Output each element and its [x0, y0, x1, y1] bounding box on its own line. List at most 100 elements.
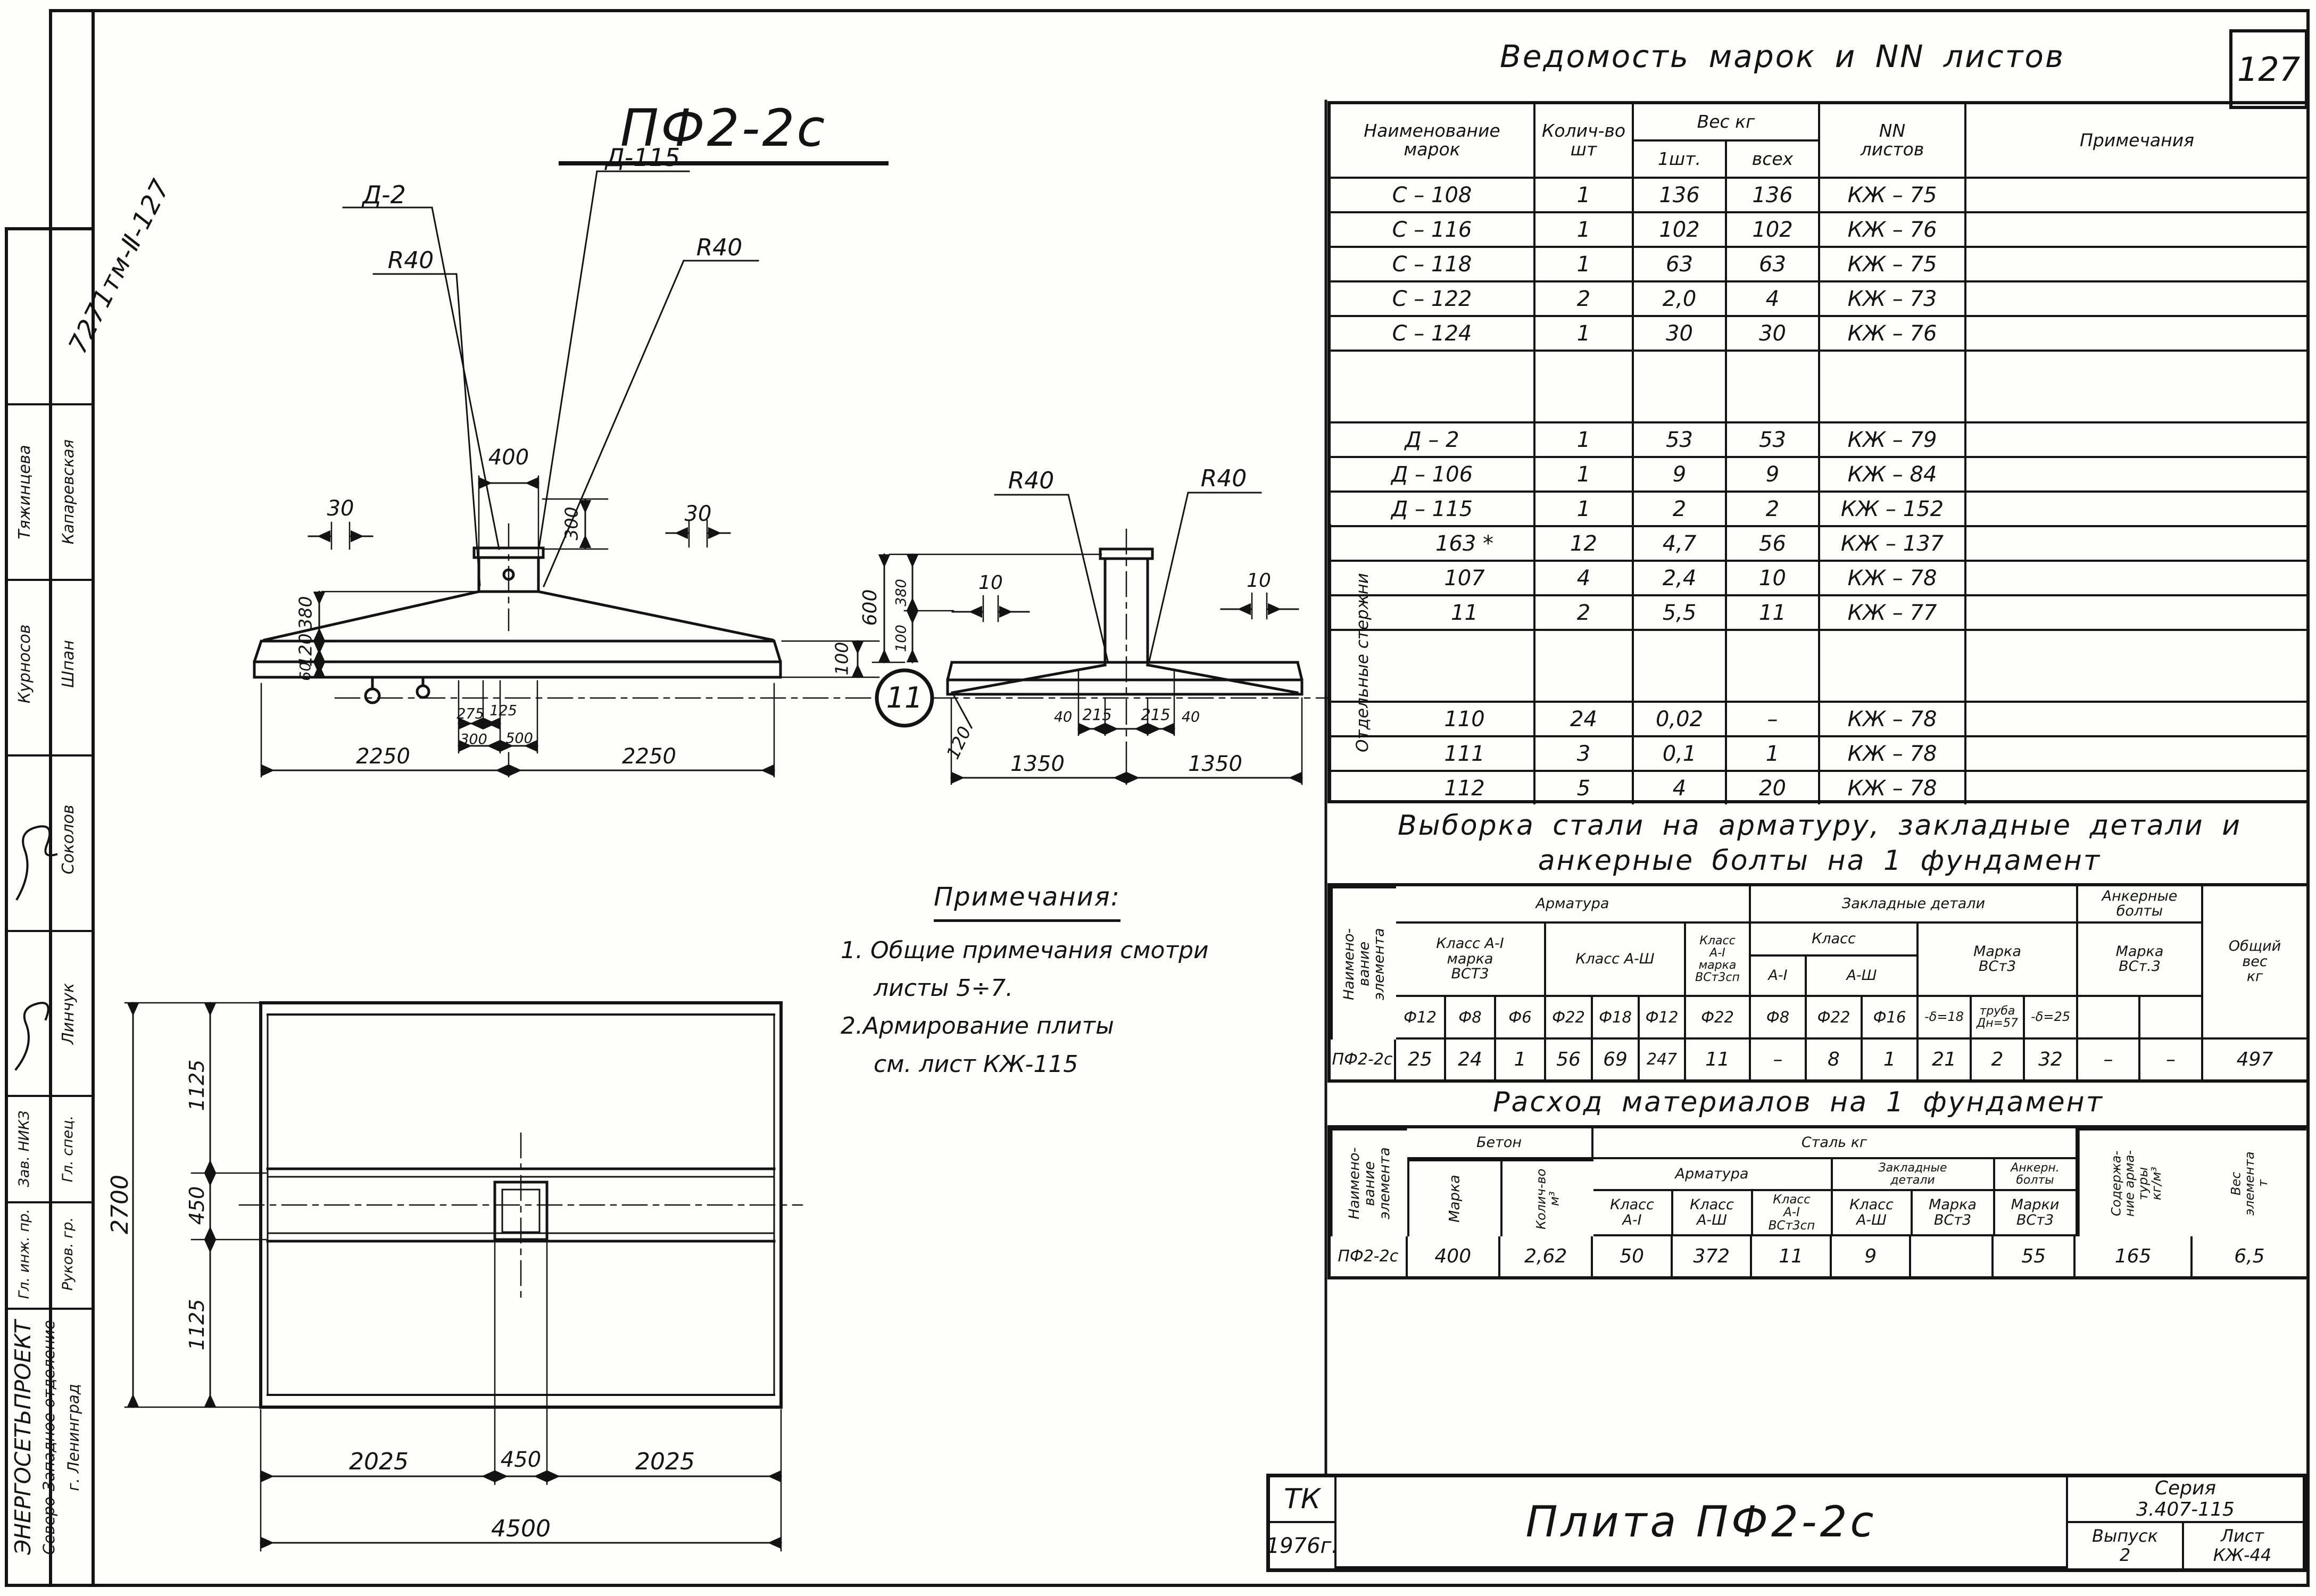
cell: 110	[1331, 703, 1535, 737]
cell: 11	[1331, 596, 1535, 631]
cell: 5	[1535, 772, 1634, 804]
cell: 2	[1727, 493, 1820, 527]
signature-marks	[14, 825, 58, 1071]
dim-label: 125	[489, 702, 517, 719]
dim-label: 2025	[635, 1448, 695, 1475]
cell	[1966, 248, 2307, 282]
dim-label: 215	[1141, 705, 1171, 724]
dim-label: R40	[696, 234, 743, 261]
cell	[1331, 631, 1535, 703]
cell: КЖ – 76	[1820, 317, 1966, 352]
cell: –	[2078, 1040, 2140, 1079]
cell: КЖ – 78	[1820, 562, 1966, 596]
cell: 372	[1673, 1236, 1753, 1276]
cell: 247	[1640, 1040, 1686, 1079]
dim-label: 1125	[185, 1299, 209, 1351]
cell: 102	[1634, 213, 1727, 248]
signature-text: Зав. НИКЗ	[16, 1110, 32, 1187]
diameter-header: Ф16	[1863, 997, 1919, 1040]
group-header: Закладные детали	[1832, 1159, 1995, 1191]
col-header: Класс	[1751, 924, 1919, 957]
cell: КЖ – 78	[1820, 772, 1966, 804]
dim-label: 2250	[356, 744, 410, 769]
row-label: ПФ2-2с	[1331, 1236, 1408, 1276]
col-header: Содержа- ние арма- туры кг/м³	[2077, 1128, 2194, 1236]
col-header: Класс А-I марка ВСТ3	[1396, 924, 1546, 997]
dim-label: 380	[295, 596, 316, 630]
col-header: Вес кг	[1634, 104, 1820, 142]
cell: 50	[1593, 1236, 1673, 1276]
col-header: Класс А-Ш	[1673, 1191, 1753, 1236]
cell: 2	[1634, 493, 1727, 527]
col-header: Класс А-Ш	[1546, 924, 1686, 997]
sheet-label: Лист	[2220, 1526, 2264, 1547]
cell: 32	[2025, 1040, 2078, 1079]
note-line: 2.Армирование плиты	[841, 1012, 1114, 1040]
cell: С – 124	[1331, 317, 1535, 352]
note-line: см. лист КЖ-115	[874, 1050, 1078, 1078]
cell: 53	[1634, 423, 1727, 458]
diameter-header: Ф18	[1593, 997, 1640, 1040]
col-header: NN листов	[1820, 104, 1966, 179]
cell	[1535, 352, 1634, 423]
dim-label: 4500	[491, 1515, 551, 1542]
cell	[1966, 631, 2307, 703]
cell: 2,0	[1634, 282, 1727, 317]
dimension-lines	[127, 477, 1303, 1549]
cell: 107	[1331, 562, 1535, 596]
signature-text: Капаревская	[59, 439, 77, 545]
cell: 11	[1727, 596, 1820, 631]
cell: С – 108	[1331, 179, 1535, 213]
diameter-header: Ф8	[1446, 997, 1496, 1040]
note-line: 1. Общие примечания смотри	[841, 936, 1209, 964]
cell	[1966, 737, 2307, 772]
cell: 1	[1863, 1040, 1919, 1079]
signature-text: Соколов	[59, 804, 78, 875]
table2-title-line1: Выборка стали на арматуру, закладные дет…	[1397, 810, 2242, 842]
diameter-header: Ф22	[1807, 997, 1863, 1040]
year: 1976г.	[1270, 1523, 1337, 1568]
cell: КЖ – 73	[1820, 282, 1966, 317]
cell	[1966, 527, 2307, 562]
table2-title-line2: анкерные болты на 1 фундамент	[1538, 845, 2102, 877]
diameter-header: труба Дн=57	[1972, 997, 2025, 1040]
cell: С – 116	[1331, 213, 1535, 248]
sheet-cell: Лист КЖ-44	[2184, 1523, 2301, 1568]
col-header: Колич-во м³	[1500, 1159, 1593, 1236]
diameter-header: -δ=18	[1919, 997, 1972, 1040]
title-block-name: Плита ПФ2-2с	[1337, 1477, 2068, 1568]
note-line: листы 5÷7.	[874, 975, 1014, 1002]
cell: 1	[1727, 737, 1820, 772]
cell	[1535, 631, 1634, 703]
dim-label: 2700	[106, 1175, 134, 1234]
signature-text: Гл. спец.	[60, 1115, 76, 1183]
cell: Д – 106	[1331, 458, 1535, 493]
dim-label: 450	[185, 1186, 209, 1225]
group-label-individual-rods: Отдельные стержни	[1329, 524, 1394, 802]
dim-label: 275	[456, 705, 484, 722]
dim-label: 40	[1181, 709, 1200, 726]
signature-text: г. Ленинград	[64, 1384, 82, 1491]
col-header: Наименование марок	[1331, 104, 1535, 179]
col-header: Класс А-Ш	[1832, 1191, 1913, 1236]
table3-title: Расход материалов на 1 фундамент	[1493, 1086, 2104, 1118]
dim-label: 215	[1082, 705, 1112, 724]
cell: 30	[1634, 317, 1727, 352]
diameter-header: Ф6	[1496, 997, 1546, 1040]
dim-label: 60	[296, 662, 314, 681]
cell: 4	[1634, 772, 1727, 804]
cell: 12	[1535, 527, 1634, 562]
cell: 63	[1634, 248, 1727, 282]
cell: 0,1	[1634, 737, 1727, 772]
group-header: Анкерн. болты	[1995, 1159, 2078, 1191]
cell	[1966, 703, 2307, 737]
cell: 400	[1408, 1236, 1500, 1276]
signature-text: Курносов	[15, 624, 34, 704]
cell	[1820, 352, 1966, 423]
signature-text: Гл. инж. пр.	[16, 1209, 32, 1299]
cell: 8	[1807, 1040, 1863, 1079]
col-header: Примечания	[1966, 104, 2307, 179]
cell: 4	[1535, 562, 1634, 596]
col-header: Наимено- вание элемента	[1331, 886, 1396, 1040]
cell: КЖ – 84	[1820, 458, 1966, 493]
